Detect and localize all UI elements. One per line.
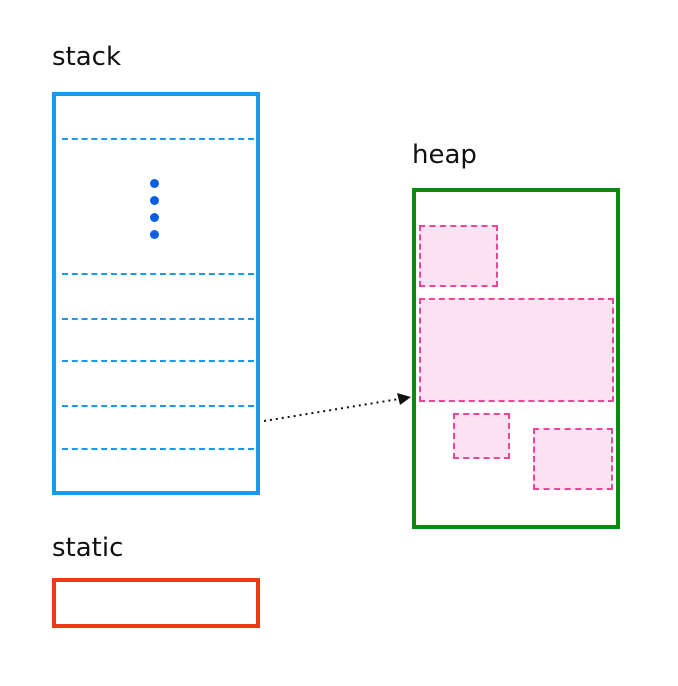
heap-allocation-block (533, 428, 613, 490)
stack-frame-divider (62, 273, 254, 275)
stack-frame-divider (62, 318, 254, 320)
ellipsis-dot (150, 230, 159, 239)
heap-allocation-block (419, 225, 498, 287)
stack-frame-divider (62, 360, 254, 362)
ellipsis-dot (150, 179, 159, 188)
pointer-arrowhead-icon (397, 393, 411, 405)
pointer-line (263, 398, 400, 422)
ellipsis-dot (150, 196, 159, 205)
ellipsis-dot (150, 213, 159, 222)
heap-region (412, 188, 620, 529)
static-label: static (52, 533, 124, 563)
heap-allocation-block (453, 413, 510, 459)
heap-label: heap (412, 140, 477, 170)
heap-allocation-block (419, 298, 614, 402)
stack-frame-divider (62, 405, 254, 407)
stack-frame-divider (62, 448, 254, 450)
static-region (52, 578, 260, 628)
stack-frame-divider (62, 138, 254, 140)
stack-region (52, 92, 260, 495)
stack-label: stack (52, 42, 122, 72)
